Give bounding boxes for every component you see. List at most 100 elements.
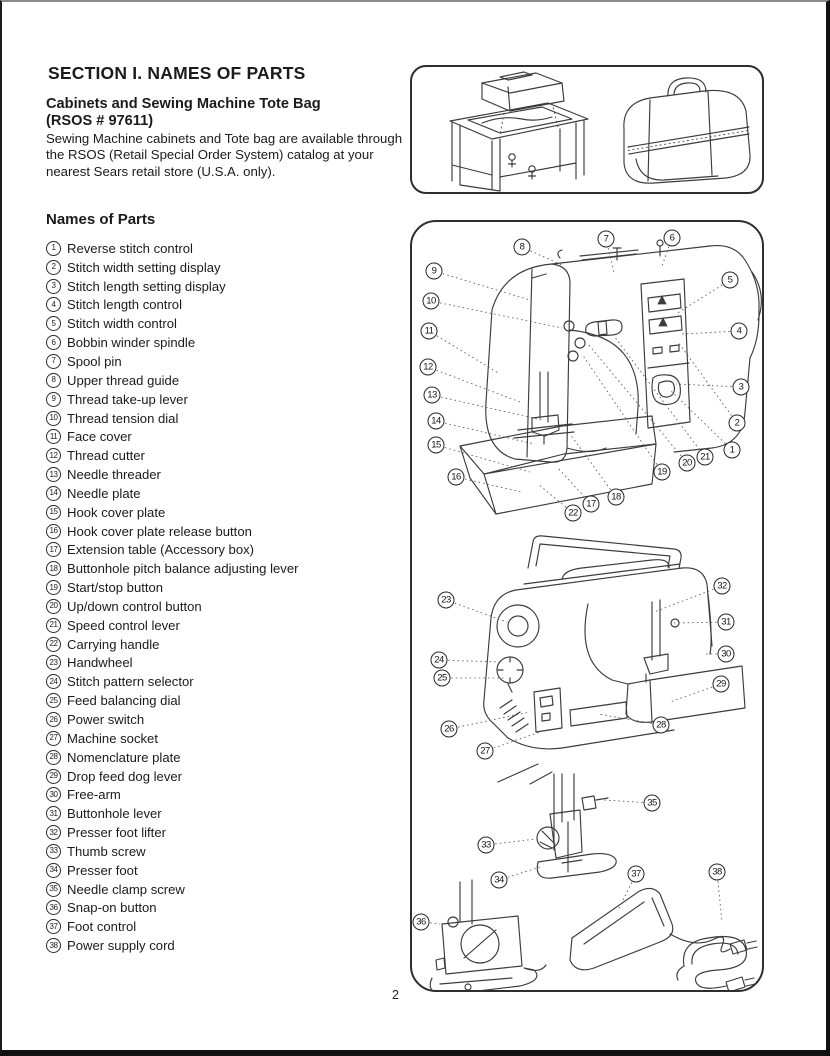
part-number: 38 [46, 938, 61, 954]
cabinets-heading-line1: Cabinets and Sewing Machine Tote Bag [46, 96, 321, 112]
part-label: Stitch pattern selector [67, 674, 194, 690]
diagram-callout: 2 [728, 414, 746, 432]
part-number: 9 [46, 391, 61, 407]
diagram-callout: 23 [437, 591, 455, 609]
diagram-callout: 34 [490, 871, 508, 889]
part-number: 24 [46, 674, 61, 690]
part-number: 32 [46, 825, 61, 841]
part-label: Snap-on button [67, 900, 157, 916]
list-item: 34 Presser foot [46, 861, 406, 880]
diagram-callout: 25 [433, 669, 451, 687]
part-label: Stitch length setting display [67, 278, 226, 294]
page-title: SECTION I. NAMES OF PARTS [48, 63, 306, 83]
part-label: Carrying handle [67, 636, 160, 652]
list-item: 29 Drop feed dog lever [46, 767, 406, 786]
part-label: Stitch length control [67, 297, 182, 313]
part-label: Handwheel [67, 655, 133, 671]
diagram-callout: 20 [678, 454, 696, 472]
part-label: Upper thread guide [67, 372, 180, 388]
list-item: 8 Upper thread guide [46, 371, 406, 390]
part-number: 28 [46, 749, 61, 765]
list-item: 10 Thread tension dial [46, 409, 406, 428]
diagram-callout: 10 [422, 292, 440, 310]
part-label: Presser foot [67, 862, 138, 878]
part-label: Foot control [67, 919, 137, 935]
list-item: 7 Spool pin [46, 352, 406, 371]
panel-pointers [657, 295, 668, 327]
cabinets-heading-line2: (RSOS # 97611) [46, 112, 154, 129]
list-item: 32 Presser foot lifter [46, 823, 406, 842]
diagram-callout: 27 [476, 742, 494, 760]
diagram-callout: 22 [564, 504, 582, 522]
part-number: 1 [46, 240, 61, 256]
diagram-callout: 7 [597, 230, 615, 248]
part-label: Buttonhole lever [67, 806, 162, 822]
closeup-drawings [429, 763, 758, 990]
list-item: 18 Buttonhole pitch balance adjusting lev… [46, 559, 406, 578]
machine-illustrations [420, 237, 762, 990]
diagram-callout: 35 [643, 794, 661, 812]
part-number: 18 [46, 561, 61, 577]
diagram-callout: 36 [412, 913, 430, 931]
diagram-callout: 13 [423, 386, 441, 404]
front-view-drawing [459, 239, 762, 515]
cabinets-heading: Cabinets and Sewing Machine Tote Bag (RS… [46, 96, 416, 129]
part-label: Needle threader [67, 467, 161, 483]
diagram-callout: 4 [730, 322, 748, 340]
part-number: 25 [46, 693, 61, 709]
part-label: Thread tension dial [67, 410, 179, 426]
part-label: Power supply cord [67, 938, 175, 954]
part-number: 7 [46, 353, 61, 369]
part-number: 34 [46, 862, 61, 878]
part-label: Drop feed dog lever [67, 768, 183, 784]
part-label: Hook cover plate release button [67, 523, 252, 539]
diagram-callout: 24 [430, 651, 448, 669]
part-label: Extension table (Accessory box) [67, 542, 255, 558]
list-item: 24 Stitch pattern selector [46, 672, 406, 691]
part-number: 20 [46, 598, 61, 614]
part-label: Thread take-up lever [67, 391, 188, 407]
part-number: 23 [46, 655, 61, 671]
part-label: Thumb screw [67, 843, 146, 859]
part-label: Face cover [67, 429, 132, 445]
list-item: 1 Reverse stitch control [46, 239, 406, 258]
diagram-callout: 28 [652, 716, 670, 734]
part-number: 5 [46, 316, 61, 332]
diagram-callout: 11 [420, 322, 438, 340]
part-number: 8 [46, 372, 61, 388]
list-item: 9 Thread take-up lever [46, 390, 406, 409]
callout-leader-lines [420, 237, 742, 925]
part-number: 26 [46, 712, 61, 728]
part-label: Buttonhole pitch balance adjusting lever [67, 561, 299, 577]
part-number: 35 [46, 881, 61, 897]
diagram-callout: 9 [425, 262, 443, 280]
part-number: 10 [46, 410, 61, 426]
part-number: 29 [46, 768, 61, 784]
diagram-callout: 15 [427, 436, 445, 454]
part-label: Presser foot lifter [67, 825, 166, 841]
list-item: 23 Handwheel [46, 654, 406, 673]
diagram-callout: 19 [653, 463, 671, 481]
part-number: 30 [46, 787, 61, 803]
part-label: Stitch width setting display [67, 259, 221, 275]
part-label: Start/stop button [67, 580, 164, 596]
part-label: Spool pin [67, 353, 122, 369]
diagram-callout: 3 [732, 378, 750, 396]
part-label: Thread cutter [67, 448, 145, 464]
part-label: Reverse stitch control [67, 240, 193, 256]
part-number: 37 [46, 919, 61, 935]
